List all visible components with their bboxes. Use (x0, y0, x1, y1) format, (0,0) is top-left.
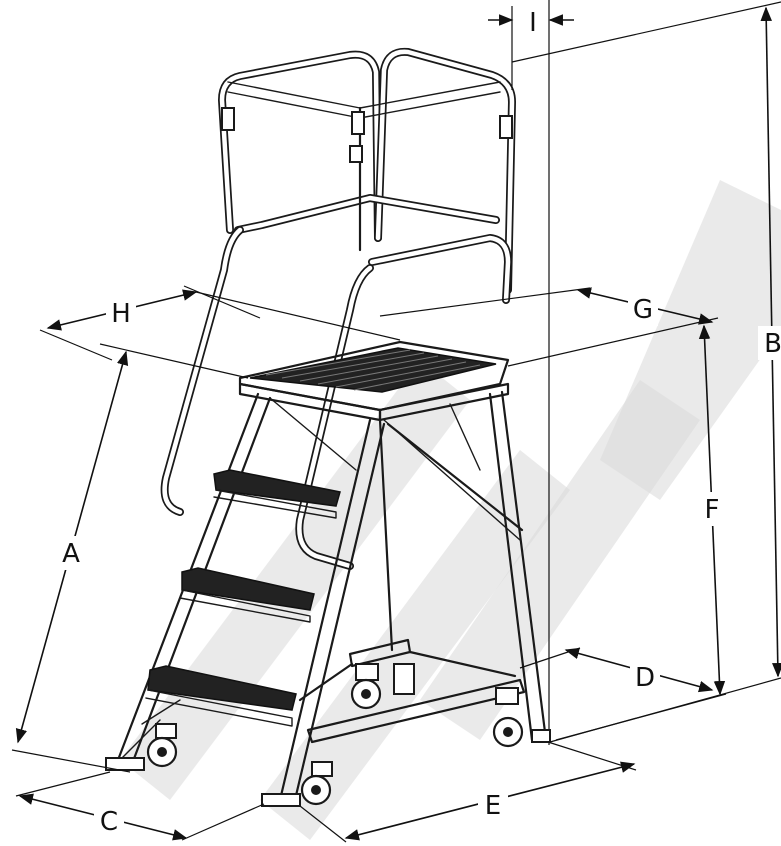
rail-clamp (349, 145, 363, 163)
left-handrail (160, 226, 512, 570)
platform (238, 340, 510, 422)
label-f: F (705, 495, 720, 525)
rail-clamp (351, 111, 365, 135)
foot-pad (105, 757, 145, 771)
caster-rear-right (492, 687, 524, 748)
ladder-drawing (105, 47, 551, 807)
tread-1 (213, 469, 341, 507)
label-c: C (100, 807, 118, 837)
label-e: E (485, 791, 501, 821)
rail-clamp (221, 107, 235, 131)
caster-front-left (146, 723, 178, 768)
foot-pad (531, 729, 551, 743)
label-h: H (111, 299, 131, 329)
casters (146, 663, 524, 806)
label-g: G (633, 295, 653, 325)
base-frame (105, 638, 551, 807)
dimension-lines (11, 1, 781, 843)
dimension-labels: A B C D E F G H I (56, 8, 781, 838)
caster-front-right (300, 761, 333, 806)
label-d: D (635, 663, 655, 693)
foot-pad (261, 793, 301, 807)
label-b: B (764, 329, 781, 359)
label-a: A (62, 539, 80, 569)
caster-rear-left (350, 663, 415, 710)
platform-grating (249, 347, 497, 393)
label-i: I (529, 8, 537, 38)
tread-3 (147, 665, 297, 711)
top-guard-rail (218, 47, 516, 294)
treads (145, 469, 341, 727)
tread-2 (181, 567, 315, 611)
rail-clamp (499, 115, 513, 139)
